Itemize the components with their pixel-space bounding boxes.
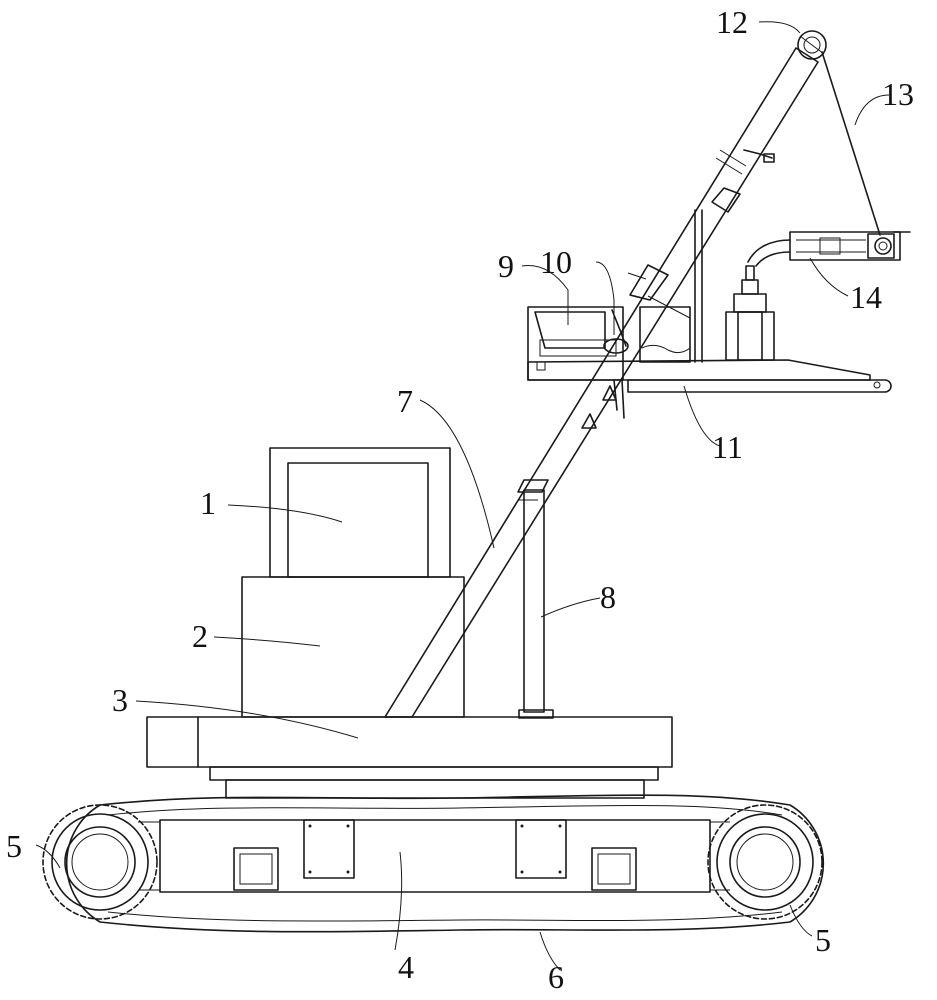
label-5-left: 5: [6, 828, 22, 864]
control-box: [528, 307, 623, 380]
label-8: 8: [600, 579, 616, 615]
label-4: 4: [398, 949, 414, 985]
top-pulley: [798, 31, 826, 59]
drill-head-assembly: [748, 232, 910, 266]
work-platform: [528, 360, 891, 418]
hoist-rope: [822, 52, 880, 235]
label-3: 3: [112, 682, 128, 718]
label-7: 7: [397, 383, 413, 419]
body-housing: [242, 577, 464, 717]
undercarriage-frame: [138, 820, 730, 892]
label-11: 11: [712, 429, 743, 465]
boom-arm: [385, 48, 818, 717]
label-6: 6: [548, 959, 564, 995]
label-10: 10: [540, 244, 572, 280]
label-1: 1: [200, 485, 216, 521]
support-column: [519, 490, 553, 718]
label-5-right: 5: [815, 922, 831, 958]
platform-post: [695, 210, 702, 362]
label-13: 13: [882, 76, 914, 112]
label-9: 9: [498, 248, 514, 284]
base-platform: [147, 717, 672, 798]
label-14: 14: [850, 279, 882, 315]
label-2: 2: [192, 618, 208, 654]
label-12: 12: [716, 4, 748, 40]
cabin: [270, 448, 450, 577]
reference-labels: 1 2 3 4 5 5 6 7 8 9 10 11 12 13 14: [6, 4, 914, 995]
platform-container: [640, 296, 690, 362]
valve-assembly: [726, 266, 774, 360]
